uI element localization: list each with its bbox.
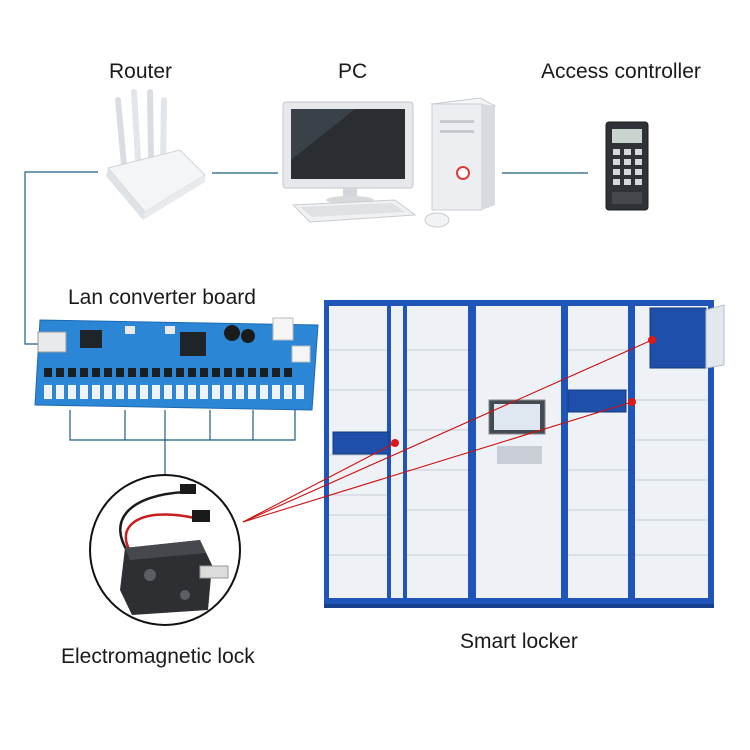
connection-wires [24, 171, 588, 478]
circuit-board-icon [34, 317, 319, 411]
access-controller-label: Access controller [541, 60, 701, 83]
router-icon [106, 89, 206, 220]
signal-line-2 [242, 401, 633, 523]
wire-board-bus [69, 410, 296, 441]
lock-label: Electromagnetic lock [61, 645, 255, 668]
lock-icon [89, 474, 241, 626]
smart-locker-label: Smart locker [460, 630, 578, 653]
lan-board-label: Lan converter board [68, 286, 256, 309]
signal-dot-2 [628, 398, 636, 406]
router-label: Router [109, 60, 173, 83]
keypad-icon [605, 121, 649, 211]
signal-lines [242, 339, 653, 523]
pc-label: PC [338, 60, 368, 83]
signal-line-3 [242, 339, 653, 523]
keyboard-icon [291, 199, 417, 223]
locker-icon [324, 300, 725, 608]
signal-line-1 [242, 442, 396, 523]
signal-dot-3 [648, 336, 656, 344]
pc-tower-icon [430, 97, 497, 211]
signal-dot-1 [391, 439, 399, 447]
wire-router-to-board [24, 171, 98, 345]
mouse-icon [424, 212, 450, 228]
monitor-icon [282, 101, 414, 204]
